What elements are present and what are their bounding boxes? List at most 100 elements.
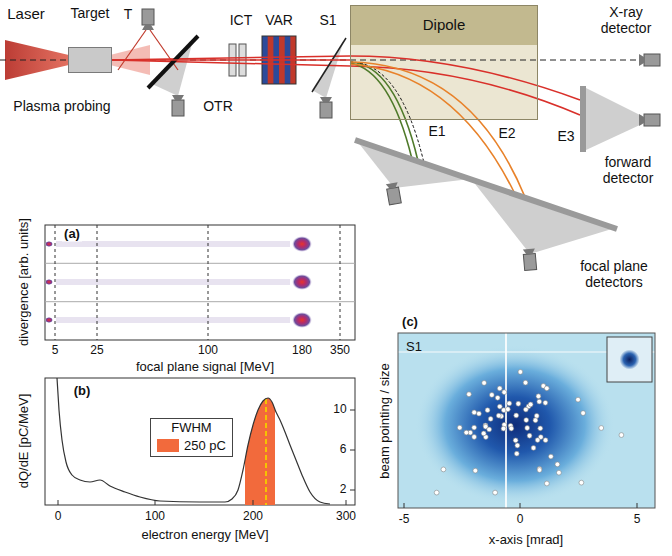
probe-beam: [118, 30, 146, 70]
pointing-dot: [487, 427, 492, 432]
pointing-dot: [531, 446, 536, 451]
tick-mark: [155, 500, 156, 505]
pointing-dot: [576, 397, 581, 402]
electron-spot: [292, 274, 312, 290]
camera-label: S1: [319, 12, 336, 28]
spectrum-plot: [57, 378, 330, 505]
pointing-dot: [533, 418, 538, 423]
focal-plane-screen: [355, 140, 617, 229]
electron-spot: [292, 312, 312, 328]
camera-body: [523, 254, 536, 271]
s1-screen: [312, 38, 346, 92]
camera-body: [142, 9, 154, 25]
pointing-dot: [441, 467, 446, 472]
pointing-dot: [509, 426, 514, 431]
node-label: Dipole: [423, 16, 466, 33]
pointing-dot: [525, 426, 530, 431]
electron-trajectory: [350, 64, 515, 194]
component-label: VAR: [265, 12, 293, 28]
screen-label: S1: [406, 340, 422, 355]
electron-spot: [45, 241, 53, 247]
pointing-dot: [489, 393, 494, 398]
pointing-dot: [514, 451, 519, 456]
tick-mark: [520, 503, 521, 508]
pointing-dot: [501, 426, 506, 431]
pointing-dot: [523, 407, 528, 412]
pointing-dot: [579, 480, 584, 485]
pointing-dot: [467, 392, 472, 397]
beam-label: E2: [496, 125, 517, 141]
pointing-dot: [473, 468, 478, 473]
camera-body: [387, 187, 402, 205]
camera-view-cone: [586, 88, 642, 150]
camera-lens: [172, 95, 184, 100]
detector-label: X-ray detector: [591, 4, 661, 36]
electron-spot: [292, 236, 312, 252]
pointing-dot: [497, 404, 502, 409]
camera-lens: [142, 25, 154, 30]
tick-label: 350: [330, 344, 350, 358]
pointing-dot: [543, 438, 548, 443]
pointing-dot: [457, 425, 462, 430]
electron-trajectory: [350, 62, 525, 197]
pointing-dot: [502, 390, 507, 395]
axis-title: dQ/dE [pC/MeV]: [17, 394, 32, 489]
pointing-dot: [493, 490, 498, 495]
pointing-dot: [535, 438, 540, 443]
legend-row: 250 pC: [157, 438, 226, 453]
signal-streak: [56, 241, 290, 247]
camera-view-cone: [472, 180, 615, 254]
tick-mark: [350, 450, 355, 451]
pointing-dot: [536, 394, 541, 399]
camera-body: [320, 102, 332, 118]
pointing-dot: [495, 395, 500, 400]
axis-title: electron energy [MeV]: [141, 528, 268, 543]
axis-title: divergence [arb. units]: [17, 218, 32, 346]
tick-label: 100: [145, 510, 165, 524]
tick-label: 100: [198, 344, 218, 358]
pointing-dot: [516, 401, 521, 406]
detector-label: focal plane detectors: [564, 258, 664, 290]
pointing-dot: [581, 411, 586, 416]
camera-label: T: [124, 6, 133, 22]
tick-label: 2: [340, 483, 347, 497]
pointing-dot: [527, 433, 532, 438]
pointing-dot: [528, 402, 533, 407]
signal-streak: [56, 317, 290, 323]
pointing-dot: [472, 410, 477, 415]
beam-label: E3: [555, 128, 576, 144]
pointing-dot: [482, 381, 487, 386]
panel-letter: (b): [72, 384, 93, 399]
row-separator: [45, 263, 355, 264]
inset-image: [607, 337, 652, 382]
inset-beam: [620, 350, 640, 370]
tick-mark: [58, 500, 59, 505]
pointing-dot: [514, 413, 519, 418]
pointing-dot: [599, 426, 604, 431]
tick-label: 10: [333, 403, 346, 417]
pointing-dot: [543, 400, 548, 405]
camera-body: [172, 100, 184, 116]
tick-label: 0: [517, 513, 524, 527]
tick-mark: [637, 503, 638, 508]
pointing-dot: [472, 425, 477, 430]
camera-lens: [639, 54, 644, 66]
tick-label: -5: [399, 513, 410, 527]
beam-profile: [415, 345, 615, 505]
camera-label: OTR: [203, 98, 233, 114]
tick-label: 5: [634, 513, 641, 527]
electron-trajectory: [112, 60, 580, 115]
screen-image: [398, 333, 655, 508]
panel-frame: [45, 225, 355, 340]
pointing-dot: [481, 431, 486, 436]
pointing-dot: [537, 399, 542, 404]
pointing-dot: [557, 470, 562, 475]
camera-lens: [639, 114, 644, 126]
pointing-dot: [477, 411, 482, 416]
panel-letter: (a): [62, 227, 82, 242]
camera-lens: [386, 182, 399, 189]
camera-body: [644, 54, 660, 66]
tick-mark: [350, 490, 355, 491]
